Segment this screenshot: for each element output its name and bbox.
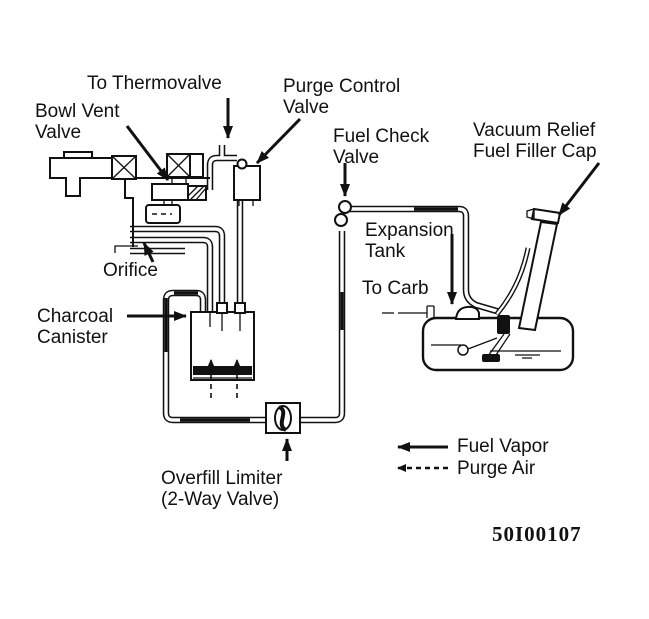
- orifice-bracket: [114, 245, 138, 253]
- legend-arrows: [397, 442, 448, 472]
- part-number: 50I00107: [492, 522, 582, 546]
- expansion-tank-hump: [454, 305, 480, 320]
- label-bowl-vent-valve: Bowl Vent Valve: [35, 101, 120, 143]
- vapor-pipes-inner: [130, 145, 501, 422]
- fuel-filler-cap-part: [530, 207, 562, 225]
- label-charcoal-canister: Charcoal Canister: [37, 306, 114, 348]
- purge-control-valve-arrow: [255, 117, 302, 165]
- pipe-shading: [164, 207, 458, 422]
- to-carb-line: [382, 305, 435, 318]
- label-orifice: Orifice: [103, 260, 158, 281]
- label-purge-control-valve: Purge Control Valve: [283, 76, 401, 118]
- fuel-check-valve-part: [334, 200, 352, 227]
- fuel-tank-part: [382, 207, 575, 372]
- orifice-arrow: [142, 242, 155, 263]
- bowl-vent-valve-part: [151, 183, 207, 205]
- charcoal-canister-part: [190, 302, 255, 398]
- fuel-filler-cap-arrow: [557, 162, 601, 216]
- legend-label-fuel-vapor: Fuel Vapor: [457, 436, 549, 457]
- purge-control-valve-part: [233, 158, 261, 206]
- label-expansion-tank: Expansion Tank: [365, 220, 454, 262]
- label-vacuum-relief-fuel-filler-cap: Vacuum Relief Fuel Filler Cap: [473, 120, 597, 162]
- carburetor-assembly: [49, 151, 210, 253]
- label-fuel-check-valve: Fuel Check Valve: [333, 126, 430, 168]
- fuel-filler-neck: [517, 207, 562, 332]
- label-to-thermovalve: To Thermovalve: [87, 73, 222, 94]
- overfill-limiter-part: [265, 402, 301, 434]
- bowl-vent-valve-arrow: [125, 125, 170, 181]
- leader-arrows: [125, 98, 601, 461]
- legend-label-purge-air: Purge Air: [457, 458, 536, 479]
- label-overfill-limiter: Overfill Limiter (2-Way Valve): [161, 468, 283, 510]
- label-to-carb: To Carb: [362, 278, 429, 299]
